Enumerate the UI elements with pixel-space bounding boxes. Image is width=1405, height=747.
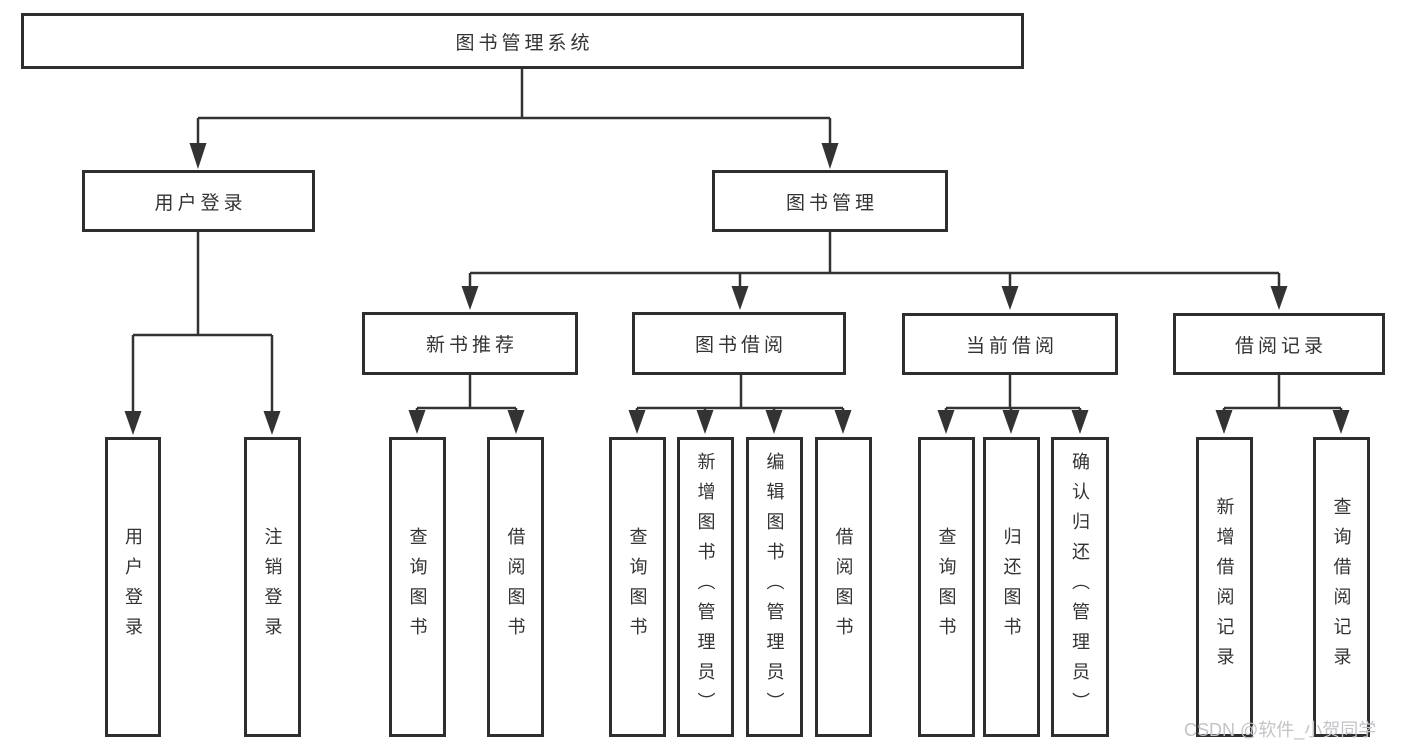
leaf-label: 新增图书（管理员） bbox=[695, 452, 716, 722]
leaf-label: 注销登录 bbox=[262, 527, 283, 647]
node-branch-book-management: 图书管理 bbox=[712, 170, 948, 232]
arrowhead bbox=[507, 410, 525, 434]
arrowhead bbox=[696, 410, 714, 434]
leaf-label: 确认归还（管理员） bbox=[1070, 452, 1090, 722]
arrowhead bbox=[937, 410, 955, 434]
arrowhead bbox=[1270, 286, 1288, 310]
leaf-label: 查询借阅记录 bbox=[1331, 497, 1352, 677]
node-leaf-logout: 注销登录 bbox=[244, 437, 301, 737]
connector-root-to-branches bbox=[196, 68, 832, 146]
leaf-label: 借阅图书 bbox=[833, 527, 854, 647]
arrowhead bbox=[765, 410, 783, 434]
arrowhead bbox=[628, 410, 646, 434]
arrowhead bbox=[124, 411, 142, 435]
node-leaf-add-books-admin: 新增图书（管理员） bbox=[677, 437, 734, 737]
node-leaf-user-login: 用户登录 bbox=[105, 437, 161, 737]
node-leaf-recommend-query-books: 查询图书 bbox=[389, 437, 446, 737]
node-leaf-recommend-borrow-books: 借阅图书 bbox=[487, 437, 544, 737]
leaf-label: 用户登录 bbox=[123, 527, 143, 647]
arrowhead bbox=[189, 143, 207, 169]
node-leaf-add-borrow-record: 新增借阅记录 bbox=[1196, 437, 1253, 737]
connector-records-to-leaves bbox=[1222, 375, 1343, 412]
arrowhead bbox=[1001, 286, 1019, 310]
leaf-label: 查询图书 bbox=[407, 527, 428, 647]
connector-current-to-leaves bbox=[944, 375, 1082, 412]
arrowhead bbox=[731, 286, 749, 310]
leaf-label: 新增借阅记录 bbox=[1214, 497, 1235, 677]
connector-books-to-modules bbox=[468, 232, 1281, 287]
node-leaf-query-borrow-record: 查询借阅记录 bbox=[1313, 437, 1370, 737]
arrowhead bbox=[408, 410, 426, 434]
connector-login-to-leaves bbox=[131, 232, 274, 414]
watermark: CSDN @软件_小贺同学 bbox=[1184, 720, 1377, 740]
arrowhead bbox=[1071, 410, 1089, 434]
node-leaf-current-query-books: 查询图书 bbox=[918, 437, 975, 737]
node-leaf-return-books: 归还图书 bbox=[983, 437, 1040, 737]
node-system-root: 图书管理系统 bbox=[21, 13, 1024, 69]
arrowhead bbox=[1215, 410, 1233, 434]
leaf-label: 归还图书 bbox=[1001, 527, 1022, 647]
node-module-book-borrow: 图书借阅 bbox=[632, 312, 846, 375]
arrowhead bbox=[834, 410, 852, 434]
arrowhead bbox=[263, 411, 281, 435]
arrowhead bbox=[461, 286, 479, 310]
leaf-label: 查询图书 bbox=[936, 527, 957, 647]
arrowhead bbox=[1002, 410, 1020, 434]
leaf-label: 编辑图书（管理员） bbox=[764, 452, 785, 722]
arrowhead bbox=[1332, 410, 1350, 434]
node-leaf-edit-books-admin: 编辑图书（管理员） bbox=[746, 437, 803, 737]
node-leaf-confirm-return-admin: 确认归还（管理员） bbox=[1051, 437, 1109, 737]
leaf-label: 查询图书 bbox=[627, 527, 648, 647]
connector-borrow-to-leaves bbox=[635, 375, 845, 412]
node-module-new-book-recommend: 新书推荐 bbox=[362, 312, 578, 375]
connector-recommend-to-leaves bbox=[415, 375, 518, 412]
node-leaf-borrow-query-books: 查询图书 bbox=[609, 437, 666, 737]
leaf-label: 借阅图书 bbox=[505, 527, 526, 647]
node-module-current-borrow: 当前借阅 bbox=[902, 313, 1118, 375]
node-branch-user-login: 用户登录 bbox=[82, 170, 315, 232]
node-leaf-borrow-books: 借阅图书 bbox=[815, 437, 872, 737]
node-module-borrow-records: 借阅记录 bbox=[1173, 313, 1385, 375]
arrowhead bbox=[821, 143, 839, 169]
